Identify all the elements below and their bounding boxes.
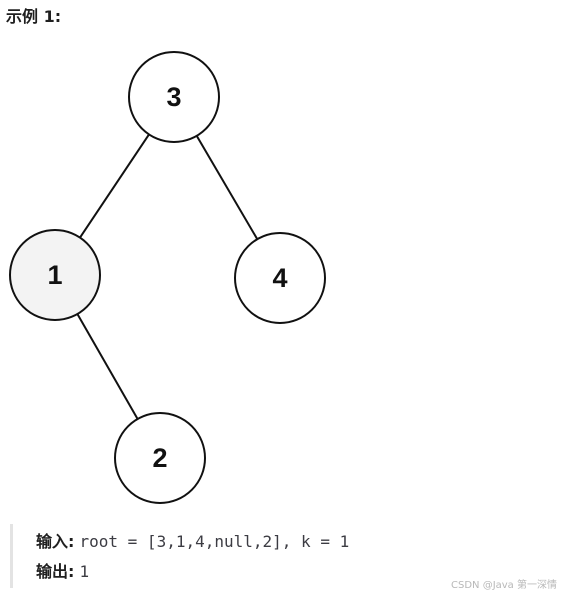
tree-edge-n3-n1	[79, 133, 150, 239]
tree-node-2: 2	[114, 412, 206, 504]
tree-edge-n1-n2	[76, 313, 139, 420]
tree-node-label: 4	[272, 263, 287, 293]
tree-node-circle	[128, 51, 220, 143]
watermark: CSDN @Java 第一深情	[451, 580, 557, 591]
output-line: 输出: 1	[36, 560, 89, 584]
tree-node-4: 4	[234, 232, 326, 324]
output-label: 输出:	[36, 562, 75, 581]
tree-node-label: 3	[166, 82, 181, 112]
tree-node-label: 2	[152, 443, 167, 473]
tree-node-1: 1	[9, 229, 101, 321]
tree-node-label: 1	[47, 260, 62, 290]
input-value: root = [3,1,4,null,2], k = 1	[79, 532, 350, 551]
example-title: 示例 1:	[6, 7, 62, 26]
tree-nodes: 3 1 4 2	[9, 51, 326, 504]
tree-node-3: 3	[128, 51, 220, 143]
input-line: 输入: root = [3,1,4,null,2], k = 1	[36, 530, 349, 554]
example-io-block: 输入: root = [3,1,4,null,2], k = 1 输出: 1	[10, 524, 558, 588]
tree-node-circle	[234, 232, 326, 324]
tree-node-circle	[9, 229, 101, 321]
tree-edge-n3-n4	[195, 135, 259, 240]
output-value: 1	[79, 562, 90, 581]
input-label: 输入:	[36, 532, 75, 551]
tree-node-circle	[114, 412, 206, 504]
tree-edges	[76, 133, 259, 420]
binary-tree-diagram: 3 1 4 2	[9, 51, 326, 504]
